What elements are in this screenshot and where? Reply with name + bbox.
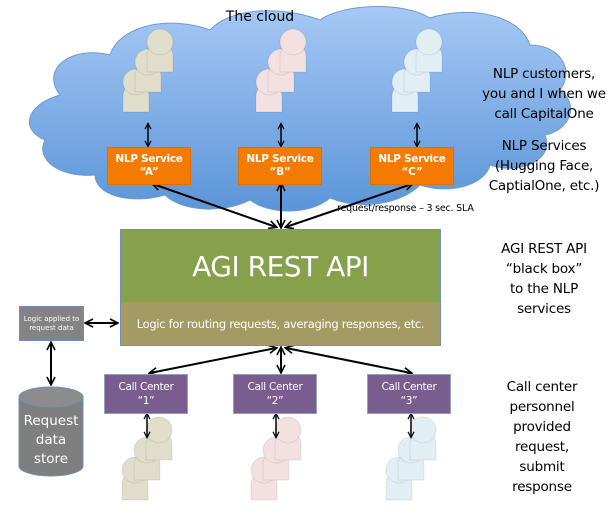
side-label-line: you and I when we — [482, 86, 606, 102]
arrow-api-cc1 — [150, 348, 276, 373]
arrow-api-cc3 — [286, 348, 411, 373]
api-logic-label: Logic for routing requests, averaging re… — [136, 316, 425, 331]
nlp-service-label: NLP Service — [246, 153, 314, 165]
sla-label: request/response – 3 sec. SLA — [337, 203, 474, 214]
api-routing-logic-box: Logic for routing requests, averaging re… — [120, 301, 441, 346]
call-center-label: Call Center — [118, 381, 174, 393]
side-label-line: submit — [519, 459, 565, 475]
nlp-service-b: NLP Service “B” — [238, 147, 322, 185]
users-icon — [122, 28, 174, 113]
side-label-line: NLP Services — [501, 138, 587, 154]
side-label-line: NLP customers, — [492, 66, 596, 82]
side-label-line: response — [512, 479, 572, 495]
call-center-3: Call Center “3” — [367, 374, 451, 414]
call-center-id: “2” — [266, 395, 284, 407]
users-icon — [255, 28, 307, 113]
nlp-service-label: NLP Service — [115, 153, 183, 165]
nlp-service-id: “B” — [269, 166, 291, 178]
agi-rest-api-box: AGI REST API — [120, 229, 441, 302]
data-store-line: data — [35, 432, 67, 448]
side-label-call-center: Call center personnel provided request, … — [470, 377, 614, 497]
nlp-service-c: NLP Service “C” — [370, 147, 454, 185]
side-label-customers: NLP customers, you and I when we call Ca… — [474, 64, 614, 124]
side-label-line: CaptialOne, etc.) — [488, 178, 600, 194]
request-data-store — [18, 386, 84, 477]
arrow-service-c-api — [286, 184, 412, 227]
nlp-service-id: “C” — [401, 166, 423, 178]
arrow-service-a-api — [153, 184, 276, 227]
side-label-line: call CapitalOne — [494, 106, 594, 122]
call-center-id: “1” — [137, 395, 155, 407]
side-label-line: “black box” — [505, 261, 583, 277]
side-label-line: AGI REST API — [501, 241, 587, 257]
request-logic-label: Logic applied to request data — [23, 314, 80, 332]
call-center-id: “3” — [400, 395, 418, 407]
cloud-title: The cloud — [225, 9, 295, 25]
request-logic-box: Logic applied to request data — [19, 306, 84, 341]
side-label-services: NLP Services (Hugging Face, CaptialOne, … — [474, 136, 614, 196]
side-label-line: services — [517, 301, 571, 317]
call-center-label: Call Center — [247, 381, 303, 393]
call-center-1: Call Center “1” — [104, 374, 188, 414]
side-label-line: Call center — [506, 379, 578, 395]
call-center-label: Call Center — [381, 381, 437, 393]
users-icon — [250, 416, 302, 501]
nlp-service-id: “A” — [139, 166, 159, 178]
data-store-line: store — [33, 451, 69, 467]
users-icon — [391, 28, 443, 113]
side-label-line: to the NLP — [509, 281, 579, 297]
nlp-service-label: NLP Service — [378, 153, 446, 165]
side-label-line: personnel — [509, 399, 575, 415]
nlp-service-a: NLP Service “A” — [107, 147, 191, 185]
api-title: AGI REST API — [192, 249, 369, 283]
side-label-api: AGI REST API “black box” to the NLP serv… — [474, 239, 614, 319]
side-label-line: provided — [513, 419, 571, 435]
side-label-line: (Hugging Face, — [494, 158, 594, 174]
data-store-line: Request — [23, 413, 79, 429]
users-icon — [121, 416, 173, 501]
users-icon — [385, 416, 437, 501]
data-store-label: Request data store — [19, 412, 83, 469]
call-center-2: Call Center “2” — [233, 374, 317, 414]
side-label-line: request, — [514, 439, 569, 455]
